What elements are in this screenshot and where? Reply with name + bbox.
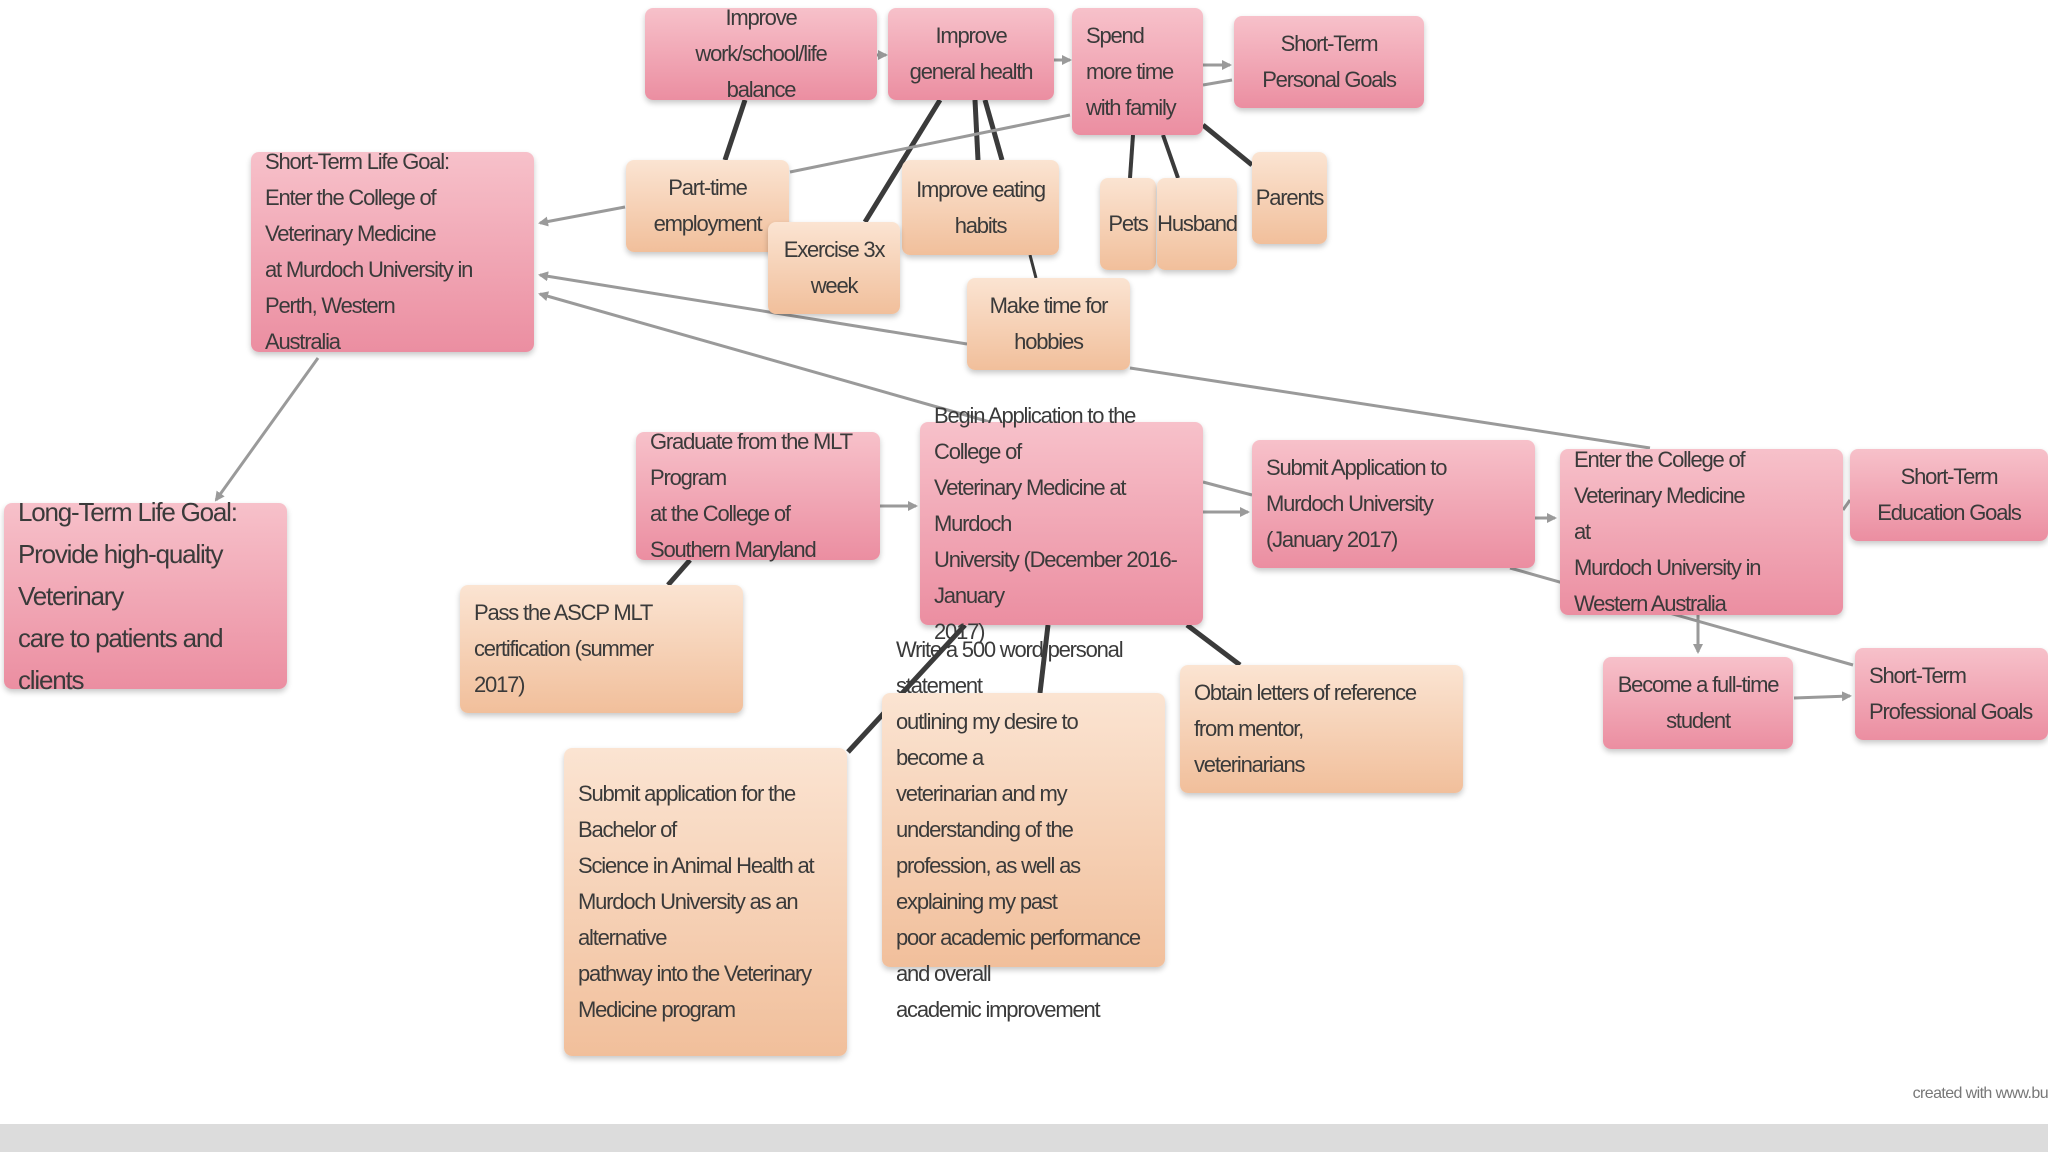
bottom-bar: [0, 1124, 2048, 1152]
node-part-time-employment[interactable]: Part-time employment: [626, 160, 789, 252]
node-short-term-personal-goals[interactable]: Short-Term Personal Goals: [1234, 16, 1424, 108]
node-spend-family[interactable]: Spend more time with family: [1072, 8, 1203, 135]
node-pets[interactable]: Pets: [1100, 178, 1156, 270]
node-short-term-professional-goals[interactable]: Short-Term Professional Goals: [1855, 648, 2048, 740]
connector-balance-parttime: [722, 99, 748, 161]
arrow-parttime-lifegoal: [538, 205, 626, 227]
connector-hobbies-education: [1129, 366, 1651, 450]
node-short-term-education-goals[interactable]: Short-Term Education Goals: [1850, 449, 2048, 541]
arrow-begin-lifegoal: [538, 291, 991, 424]
node-improve-health[interactable]: Improve general health: [888, 8, 1054, 100]
connector-family-pets: [1128, 134, 1135, 179]
connector-family-parents: [1201, 123, 1254, 167]
created-with-credit: created with www.bu: [1912, 1085, 2048, 1102]
node-enter-cvm[interactable]: Enter the College of Veterinary Medicine…: [1560, 447, 1843, 616]
node-improve-eating[interactable]: Improve eating habits: [902, 160, 1059, 255]
node-parents[interactable]: Parents: [1252, 152, 1327, 244]
connector-begin-submit-b: [1202, 480, 1253, 497]
connector-family-husband: [1161, 134, 1180, 179]
node-long-term-life-goal[interactable]: Long-Term Life Goal: Provide high-qualit…: [4, 497, 287, 695]
node-exercise[interactable]: Exercise 3x week: [768, 222, 900, 314]
node-begin-application[interactable]: Begin Application to the College of Vete…: [920, 403, 1203, 644]
connector-enter-education: [1841, 499, 1852, 511]
node-obtain-letters[interactable]: Obtain letters of reference from mentor,…: [1180, 665, 1463, 793]
connector-health-eating-b: [982, 99, 1005, 161]
node-make-time-hobbies[interactable]: Make time for hobbies: [967, 278, 1130, 370]
connector-begin-letters: [1185, 623, 1242, 667]
arrow-lifegoal-longterm: [214, 357, 320, 502]
node-full-time-student[interactable]: Become a full-time student: [1603, 657, 1793, 749]
connector-health-eating-a: [972, 99, 981, 161]
node-submit-murdoch[interactable]: Submit Application to Murdoch University…: [1252, 440, 1535, 568]
node-short-term-life-goal[interactable]: Short-Term Life Goal: Enter the College …: [251, 149, 534, 354]
connector-family-personal-b: [1202, 78, 1233, 87]
node-pass-ascp[interactable]: Pass the ASCP MLT certification (summer …: [460, 585, 743, 713]
node-personal-statement[interactable]: Write a 500 word personal statement outl…: [882, 637, 1165, 1022]
arrow-hobbies-lifegoal: [538, 271, 968, 346]
node-graduate-mlt[interactable]: Graduate from the MLT Program at the Col…: [636, 429, 880, 562]
node-improve-balance[interactable]: Improve work/school/life balance: [645, 5, 877, 102]
connector-eating-hobbies: [1028, 254, 1038, 279]
node-husband[interactable]: Husband: [1157, 178, 1238, 270]
node-bachelor-application[interactable]: Submit application for the Bachelor of S…: [564, 748, 847, 1056]
arrow-fulltime-professional: [1793, 691, 1852, 702]
